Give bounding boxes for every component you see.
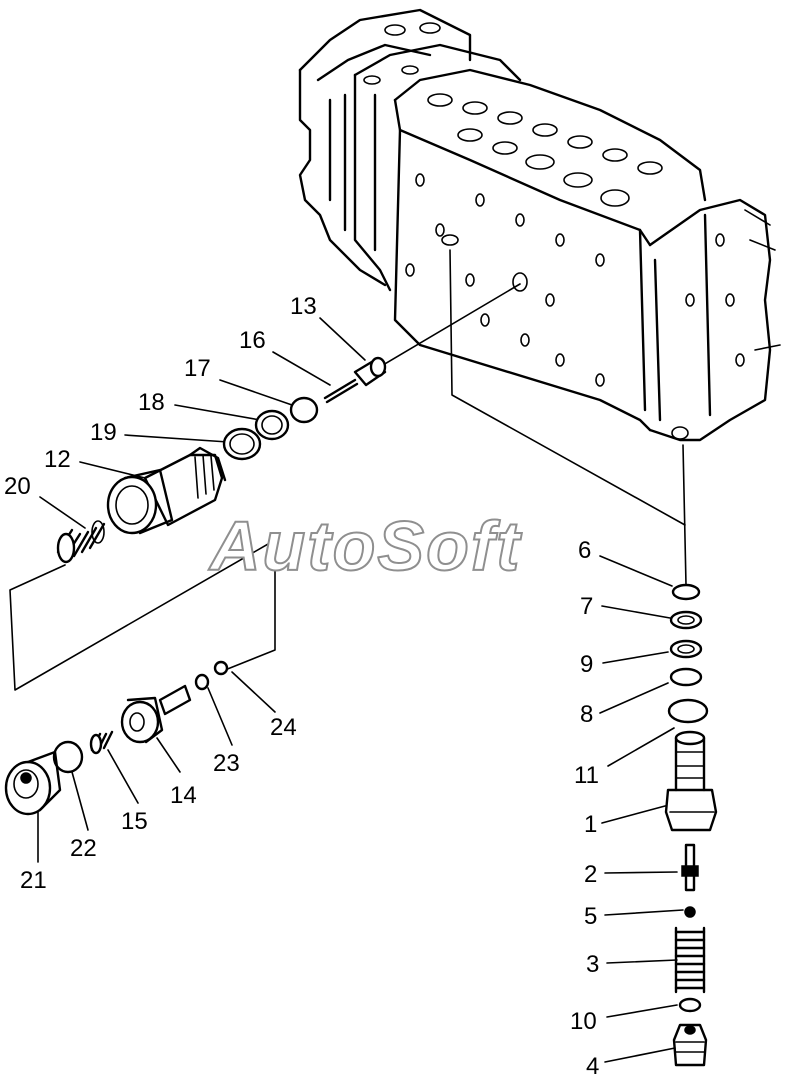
callout-8: 8 <box>580 701 593 728</box>
part-14 <box>120 684 192 744</box>
callout-9: 9 <box>580 651 593 678</box>
part-4 <box>672 1023 708 1067</box>
part-21 <box>4 750 62 816</box>
callout-2: 2 <box>584 861 597 888</box>
callout-7: 7 <box>580 593 593 620</box>
part-17 <box>289 396 319 424</box>
watermark-text: AutoSoft <box>208 507 522 585</box>
part-19 <box>222 427 262 461</box>
callout-14: 14 <box>170 782 197 809</box>
upper-relief-assembly <box>56 356 387 564</box>
callout-5: 5 <box>584 903 597 930</box>
callout-22: 22 <box>70 835 97 862</box>
lower-relief-assembly <box>4 660 229 816</box>
callout-20: 20 <box>4 473 31 500</box>
part-7 <box>669 610 703 630</box>
part-18 <box>254 409 290 441</box>
part-2 <box>681 843 699 892</box>
part-3 <box>674 926 706 994</box>
part-6 <box>671 583 701 601</box>
lower-right-assembly <box>664 583 718 1067</box>
part-20 <box>56 520 106 564</box>
callout-4: 4 <box>586 1053 599 1080</box>
callout-3: 3 <box>586 951 599 978</box>
callout-13: 13 <box>290 293 317 320</box>
part-5 <box>684 906 696 918</box>
callout-15: 15 <box>121 808 148 835</box>
part-23 <box>194 673 210 691</box>
callout-23: 23 <box>213 750 240 777</box>
part-1 <box>664 730 718 832</box>
callout-24: 24 <box>270 714 297 741</box>
part-9 <box>669 639 703 659</box>
callout-10: 10 <box>570 1008 597 1035</box>
part-16 <box>323 378 359 404</box>
part-12 <box>106 446 227 535</box>
part-15 <box>89 730 114 755</box>
part-13 <box>353 356 387 387</box>
callout-18: 18 <box>138 389 165 416</box>
callout-6: 6 <box>578 537 591 564</box>
part-11 <box>667 698 709 724</box>
part-22 <box>52 740 84 774</box>
part-10 <box>678 997 702 1013</box>
callout-16: 16 <box>239 327 266 354</box>
callout-21: 21 <box>20 867 47 894</box>
callout-labels: 13 16 17 18 19 12 20 6 7 9 8 11 1 2 5 3 … <box>4 293 599 1080</box>
leader-lines <box>9 249 687 1063</box>
callout-1: 1 <box>584 811 597 838</box>
callout-12: 12 <box>44 446 71 473</box>
part-24 <box>213 660 229 676</box>
callout-19: 19 <box>90 419 117 446</box>
callout-17: 17 <box>184 355 211 382</box>
callout-11: 11 <box>574 762 599 789</box>
control-valve-body <box>298 8 781 442</box>
part-8 <box>669 667 703 687</box>
